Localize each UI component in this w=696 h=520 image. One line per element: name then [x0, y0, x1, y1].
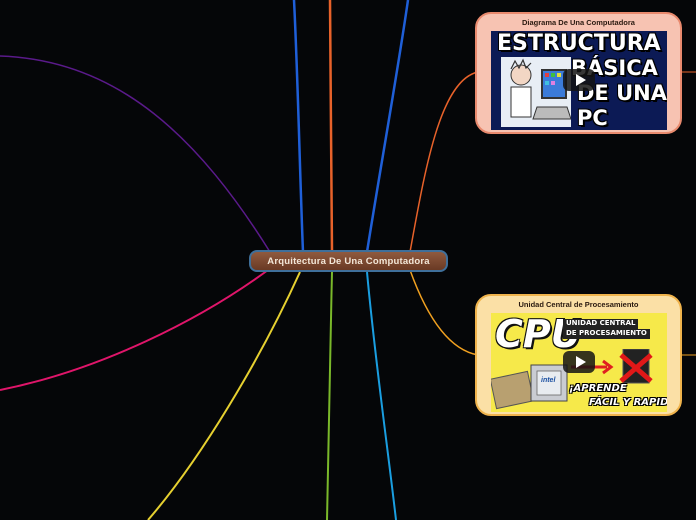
thumb-text-line1: ESTRUCTURA [497, 31, 661, 56]
thumb-banner-2: FÁCIL Y RAPIDO! [589, 397, 667, 408]
video-thumbnail[interactable]: CPU UNIDAD CENTRAL DE PROCESAMIENTO inte… [491, 313, 667, 412]
branch-orange-top [328, 0, 334, 253]
branch-blue-top-right [365, 0, 410, 253]
topic-title: Diagrama De Una Computadora [522, 18, 635, 27]
central-topic-label: Arquitectura De Una Computadora [267, 255, 430, 267]
cpu-chip-illustration [491, 364, 568, 410]
intel-logo: intel [541, 377, 556, 384]
branch-green-bottom [326, 271, 333, 520]
thumb-text-line3: DE UNA [577, 81, 667, 105]
topic-title: Unidad Central de Procesamiento [518, 300, 639, 309]
thumb-text-line4: PC [577, 106, 608, 130]
branch-cyan-bottom [366, 271, 397, 520]
branch-orange-right-upper [409, 71, 479, 253]
branch-purple-left [0, 55, 271, 253]
branch-blue-top-left [292, 0, 305, 253]
play-icon[interactable] [563, 351, 595, 373]
topic-card-diagrama[interactable]: Diagrama De Una Computadora ESTRUCTURA B… [475, 12, 682, 134]
branch-orange-right-lower [409, 269, 479, 356]
thumb-box-label-2: DE PROCESAMIENTO [563, 329, 650, 339]
arrow-to-cross-illustration [571, 349, 653, 384]
branch-yellow-bottom [147, 271, 301, 520]
play-icon[interactable] [563, 69, 595, 91]
branch-magenta-left [0, 269, 269, 391]
video-thumbnail[interactable]: ESTRUCTURA BÁSICA DE UNA PC [491, 31, 667, 130]
topic-card-cpu[interactable]: Unidad Central de Procesamiento CPU UNID… [475, 294, 682, 416]
central-topic[interactable]: Arquitectura De Una Computadora [249, 250, 448, 272]
person-with-pc-illustration [501, 57, 571, 127]
thumb-box-label-1: UNIDAD CENTRAL [563, 319, 639, 329]
thumb-banner-1: ¡APRENDE [569, 383, 627, 394]
